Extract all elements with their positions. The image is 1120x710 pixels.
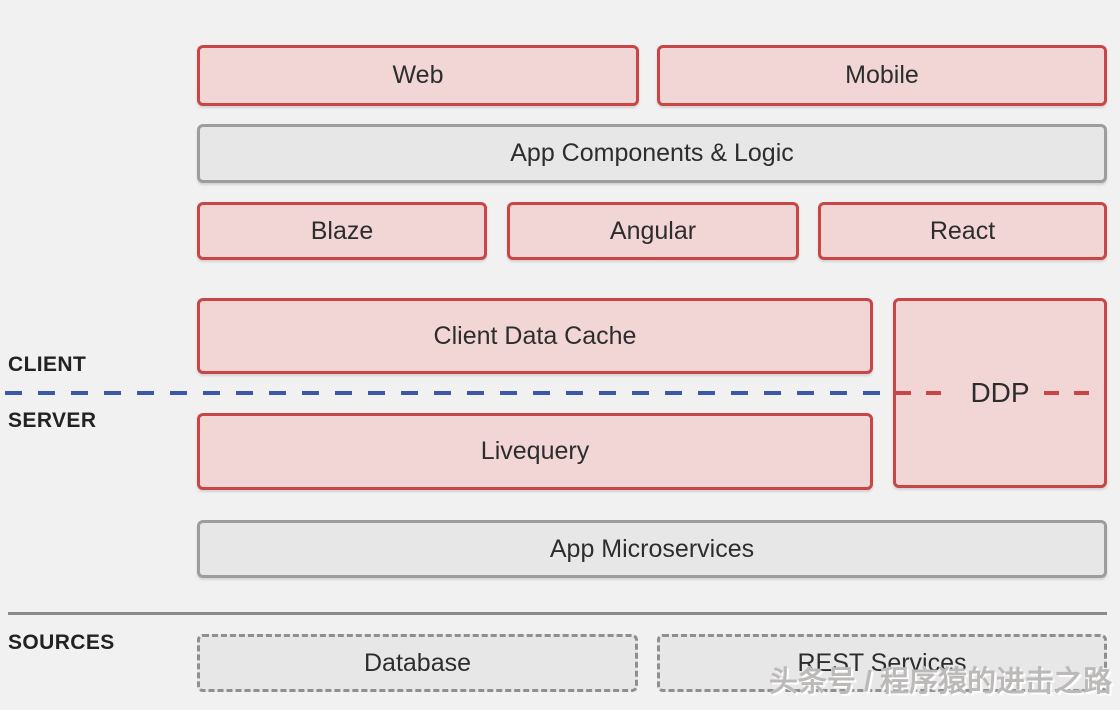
blaze-box: Blaze	[197, 202, 487, 260]
livequery-box: Livequery	[197, 413, 873, 490]
rest-services-label: REST Services	[797, 648, 967, 677]
web-layer-label: Web	[392, 61, 444, 89]
sources-zone-label: SOURCES	[8, 631, 115, 654]
app-components-logic-label: App Components & Logic	[510, 139, 794, 167]
angular-label: Angular	[609, 216, 697, 245]
react-box: React	[818, 202, 1107, 260]
server-zone-label: SERVER	[8, 409, 97, 432]
angular-box: Angular	[507, 202, 799, 260]
app-components-logic-box: App Components & Logic	[197, 124, 1107, 183]
app-microservices-box: App Microservices	[197, 520, 1107, 578]
client-zone-label: CLIENT	[8, 353, 87, 376]
mobile-layer-label: Mobile	[845, 61, 919, 89]
database-box: Database	[197, 634, 638, 692]
app-microservices-label: App Microservices	[549, 534, 755, 563]
client-server-divider-line	[5, 391, 889, 395]
ddp-box: DDP	[893, 298, 1107, 488]
ddp-dash-left	[896, 391, 957, 395]
ddp-label: DDP	[970, 377, 1030, 408]
database-label: Database	[363, 648, 472, 677]
livequery-label: Livequery	[480, 437, 590, 465]
watermark-text: 头条号 / 程序猿的进击之路	[768, 666, 1112, 698]
blaze-label: Blaze	[310, 216, 374, 245]
client-data-cache-label: Client Data Cache	[433, 321, 637, 350]
rest-services-box: REST Services	[657, 634, 1107, 692]
sources-divider-line	[8, 612, 1107, 615]
web-layer-box: Web	[197, 45, 639, 106]
ddp-dashed-connector: DDP	[896, 377, 1104, 409]
mobile-layer-box: Mobile	[657, 45, 1107, 106]
client-data-cache-box: Client Data Cache	[197, 298, 873, 374]
ddp-dash-right	[1043, 391, 1104, 395]
react-label: React	[929, 216, 996, 245]
